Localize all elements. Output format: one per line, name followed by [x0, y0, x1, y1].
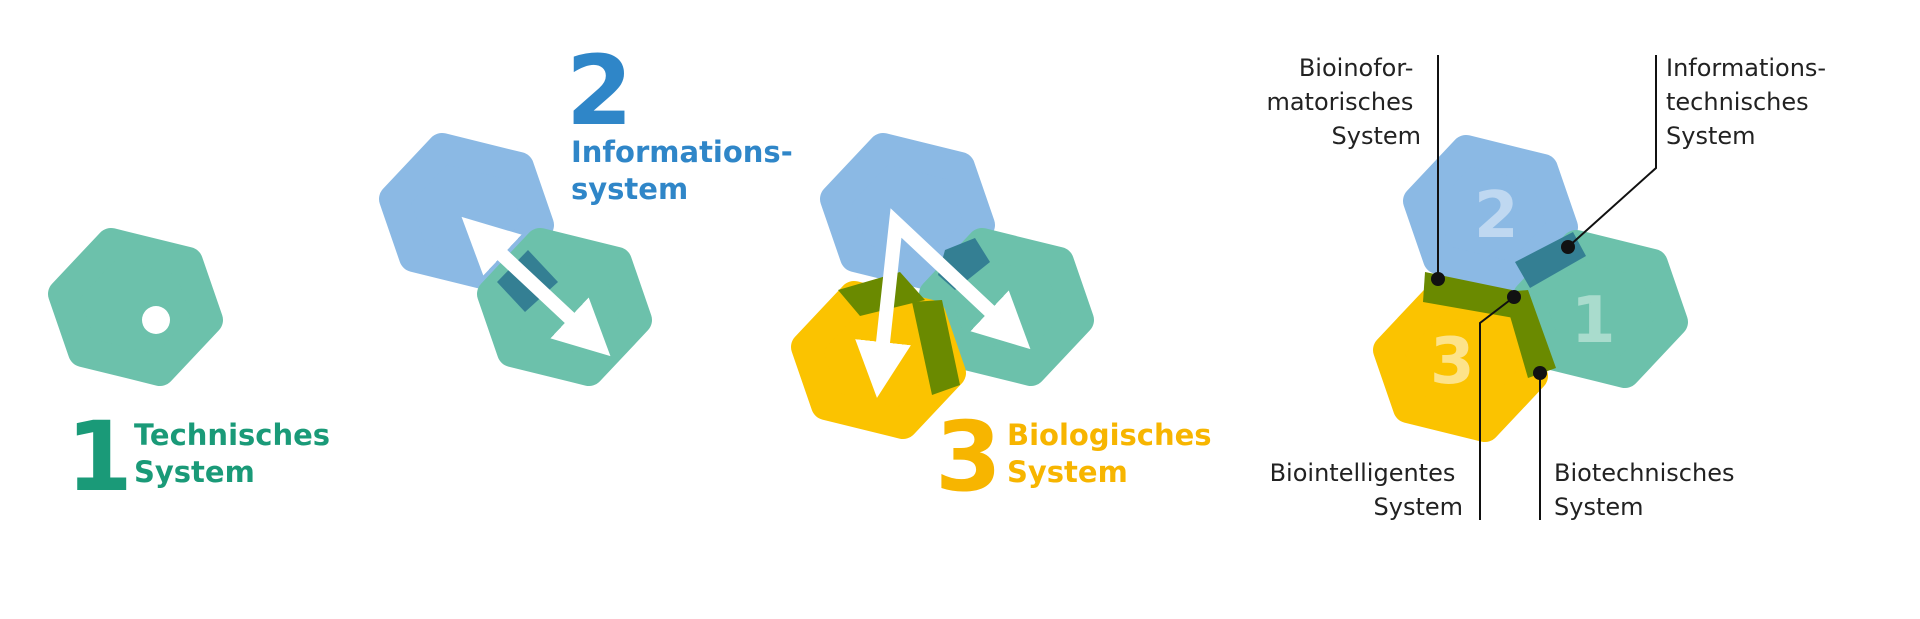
panel2-caption-line2: system — [571, 172, 688, 206]
leader-biointelligent — [1479, 296, 1515, 520]
hex-number-biological: 3 — [1430, 325, 1475, 399]
panel-biological-system: 3 Biologisches System — [791, 133, 1212, 513]
panel1-caption-line2: System — [134, 455, 255, 489]
technical-hexagon — [48, 228, 223, 386]
panel-combined-system: 2 1 3 Bioinofor- matorisches System Info… — [1266, 54, 1834, 521]
bidirectional-arrow-icon — [461, 216, 611, 357]
panel-technical-system: 1 Technisches System — [48, 228, 330, 513]
panel-information-system: 2 Informations- system — [379, 35, 793, 386]
dot-biotechnical — [1533, 366, 1547, 380]
dot-biointelligent — [1507, 290, 1521, 304]
panel3-caption-line2: System — [1007, 455, 1128, 489]
hex-number-information: 2 — [1474, 179, 1519, 253]
label-biointelligent: Biointelligentes System — [1270, 459, 1463, 521]
label-bioinformatic: Bioinofor- matorisches System — [1266, 54, 1421, 150]
overlap-bio-tech — [1503, 290, 1556, 378]
technical-dot-icon — [142, 306, 170, 334]
panel1-caption-line1: Technisches — [134, 418, 330, 452]
dot-bioinformatic — [1431, 272, 1445, 286]
leader-informationtech — [1567, 55, 1657, 248]
information-hexagon — [820, 133, 995, 291]
hex-number-technical: 1 — [1571, 284, 1616, 358]
zigzag-arrow-icon — [855, 208, 1031, 398]
leader-dots — [1431, 240, 1575, 380]
panel3-caption-line1: Biologisches — [1007, 418, 1212, 452]
panel1-number: 1 — [66, 401, 133, 513]
overlap-bio-info — [1423, 272, 1514, 318]
label-biotechnical: Biotechnisches System — [1554, 459, 1742, 521]
panel3-number: 3 — [935, 401, 1002, 513]
label-informationtech: Informations- technisches System — [1666, 54, 1834, 150]
panel2-caption-line1: Informations- — [571, 135, 793, 169]
panel2-number: 2 — [566, 35, 633, 147]
dot-informationtech — [1561, 240, 1575, 254]
leader-lines — [1437, 55, 1657, 520]
